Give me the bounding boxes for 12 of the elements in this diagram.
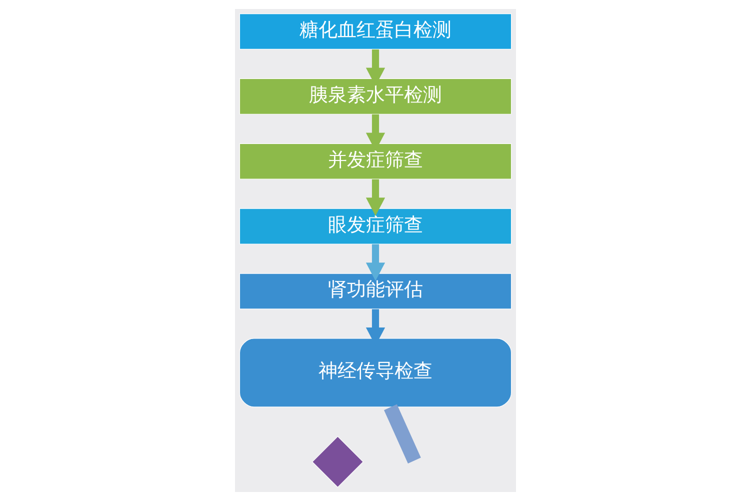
node-box: 肾功能评估 [238,272,512,309]
node-box: 胰泉素水平检测 [238,78,512,114]
node-box: 眼发症筛查 [238,208,512,244]
node-diamond [311,436,364,488]
node-box: 并发症筛查 [238,142,512,179]
arrow [365,178,385,216]
arrow [365,114,385,150]
arrow [365,244,385,280]
connector [383,404,420,463]
arrow [365,48,385,86]
node-box: 糖化血红蛋白检测 [238,12,512,49]
node-box: 神经传导检查 [238,338,512,407]
